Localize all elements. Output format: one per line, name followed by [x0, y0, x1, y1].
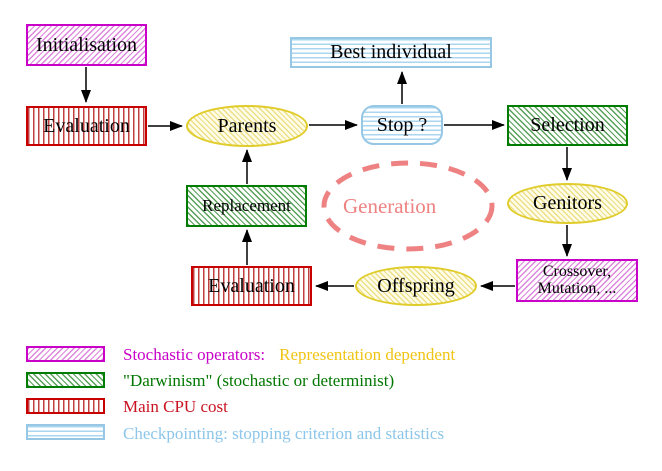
legend-swatch-cpu-cost — [26, 398, 105, 414]
node-offspring: Offspring — [355, 266, 477, 306]
node-evaluation-top: Evaluation — [26, 106, 147, 146]
crossover-line1: Crossover, — [542, 262, 612, 280]
legend-row-stochastic: Stochastic operators: Representation depe… — [123, 345, 455, 365]
node-best-individual: Best individual — [290, 37, 492, 68]
legend-swatch-checkpointing — [26, 424, 105, 440]
node-crossover-mutation: Crossover, Mutation, ... — [516, 259, 638, 302]
node-selection: Selection — [507, 105, 628, 146]
legend-row-darwinism: "Darwinism" (stochastic or determinist) — [123, 371, 395, 390]
legend-row-cpu-cost: Main CPU cost — [123, 397, 228, 416]
node-replacement: Replacement — [186, 185, 307, 227]
node-genitors: Genitors — [507, 183, 628, 224]
node-stop: Stop ? — [361, 105, 443, 145]
legend-label-stochastic-operators: Stochastic operators: — [123, 345, 266, 364]
node-parents: Parents — [186, 105, 308, 147]
legend-swatch-stochastic-operators — [26, 346, 105, 362]
node-evaluation-bottom: Evaluation — [191, 266, 312, 306]
legend-label-representation-dependent: Representation dependent — [279, 345, 456, 364]
node-initialisation: Initialisation — [26, 24, 147, 66]
generation-label: Generation — [343, 194, 437, 218]
legend-swatch-darwinism — [26, 372, 105, 388]
crossover-line2: Mutation, ... — [537, 279, 617, 297]
generation-dashed-ellipse — [321, 160, 495, 252]
legend-row-checkpointing: Checkpointing: stopping criterion and st… — [123, 424, 445, 443]
